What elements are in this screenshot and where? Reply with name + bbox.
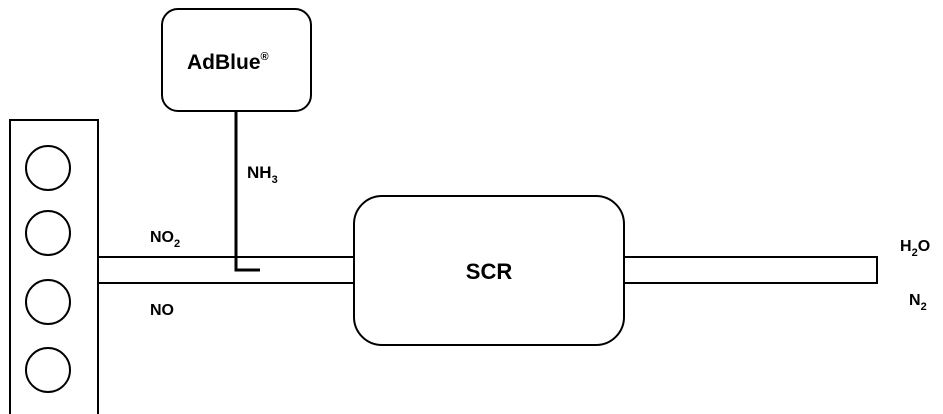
outlet-pipe xyxy=(624,256,878,284)
scr-label: SCR xyxy=(466,259,513,284)
cylinder-4 xyxy=(25,347,71,393)
no-label: NO xyxy=(150,302,174,319)
cylinder-1 xyxy=(25,145,71,191)
n2-label: N2 xyxy=(909,292,927,313)
cylinder-3 xyxy=(25,279,71,325)
h2o-label: H2O xyxy=(900,238,930,259)
injection-line xyxy=(234,111,260,272)
cylinder-2 xyxy=(25,210,71,256)
no2-label: NO2 xyxy=(150,229,180,250)
scr-catalyst xyxy=(353,195,625,346)
adblue-label: AdBlue® xyxy=(187,51,269,74)
nh3-label: NH3 xyxy=(247,163,278,186)
